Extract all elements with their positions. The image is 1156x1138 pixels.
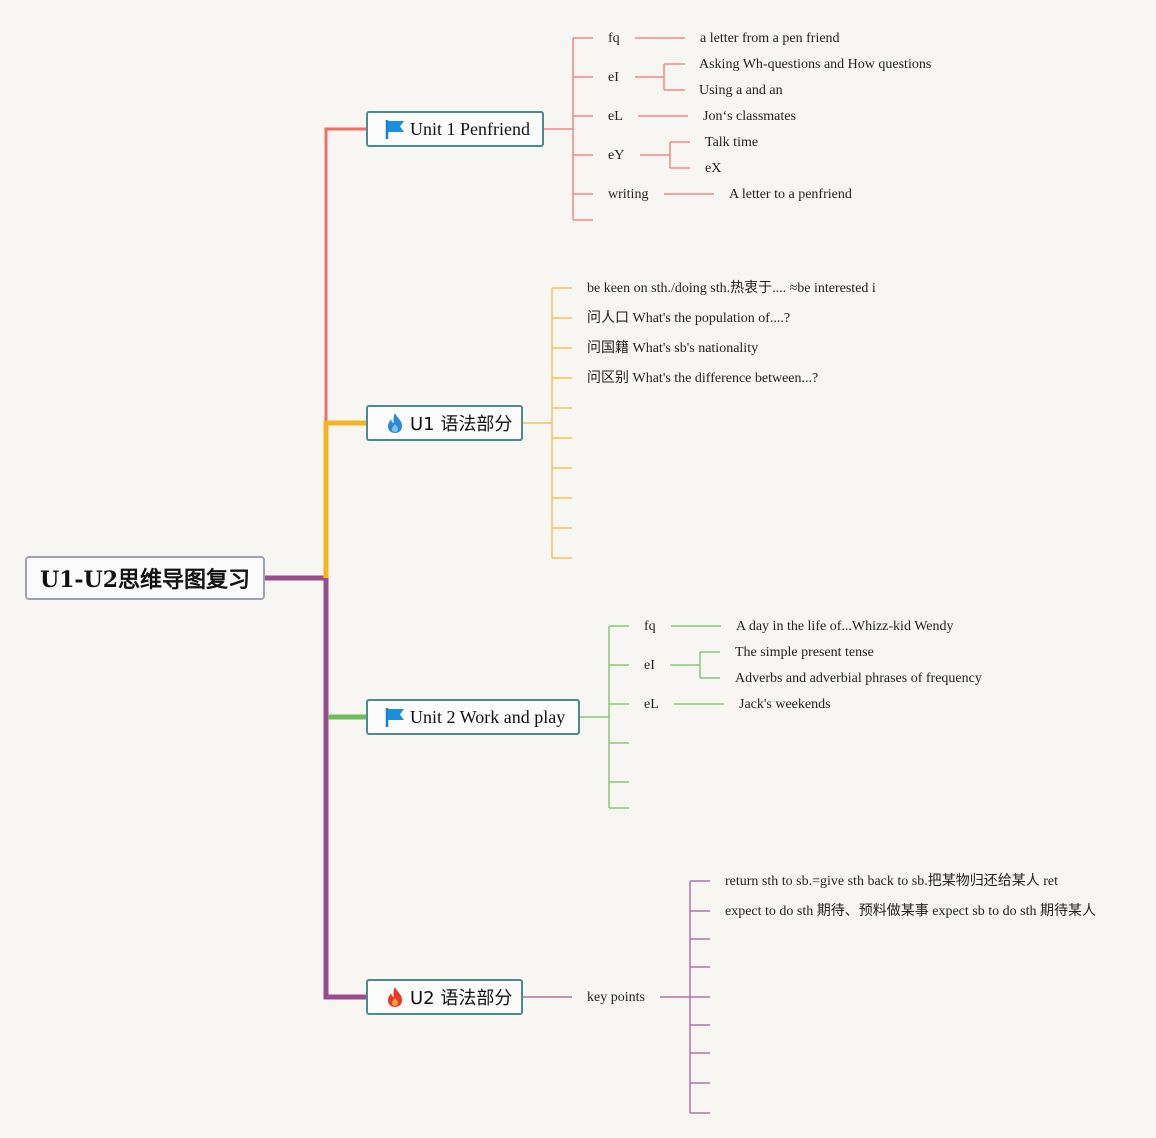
fire-icon bbox=[388, 413, 402, 433]
unit1-ey-child-1[interactable]: Talk time bbox=[705, 135, 759, 150]
u2grammar-connector bbox=[323, 578, 366, 1000]
topic-u2-grammar-label: U2 语法部分 bbox=[410, 988, 513, 1009]
topic-unit1-label: Unit 1 Penfriend bbox=[410, 118, 530, 139]
fire-icon bbox=[388, 987, 402, 1007]
u1-grammar-item-2[interactable]: 问人口 What's the population of....? bbox=[587, 311, 791, 326]
unit2-el-child[interactable]: Jack's weekends bbox=[739, 697, 831, 712]
unit1-el[interactable]: eL bbox=[608, 109, 623, 124]
u1-grammar-item-3[interactable]: 问国籍 What's sb's nationality bbox=[587, 341, 759, 356]
unit2-ei[interactable]: eI bbox=[644, 658, 655, 673]
u2-keypoints[interactable]: key points bbox=[587, 990, 645, 1005]
unit2-fq-child[interactable]: A day in the life of...Whizz-kid Wendy bbox=[736, 619, 954, 634]
u2-grammar-item-2[interactable]: expect to do sth 期待、预料做某事 expect sb to d… bbox=[725, 904, 1096, 919]
topic-u2-grammar[interactable]: U2 语法部分 bbox=[366, 979, 523, 1015]
topic-u1-grammar[interactable]: U1 语法部分 bbox=[366, 405, 523, 441]
u1-grammar-item-1[interactable]: be keen on sth./doing sth.热衷于.... ≈be in… bbox=[587, 281, 876, 296]
u1grammar-connector bbox=[323, 420, 366, 578]
topic-unit1[interactable]: Unit 1 Penfriend bbox=[366, 111, 544, 147]
unit1-ei-child-2[interactable]: Using a and an bbox=[699, 83, 783, 98]
unit1-writing-child[interactable]: A letter to a penfriend bbox=[729, 187, 852, 202]
unit1-writing[interactable]: writing bbox=[608, 187, 649, 202]
unit1-fq-child[interactable]: a letter from a pen friend bbox=[700, 31, 840, 46]
unit2-el[interactable]: eL bbox=[644, 697, 659, 712]
unit2-ei-child-1[interactable]: The simple present tense bbox=[735, 645, 874, 660]
flag-icon bbox=[385, 708, 404, 727]
unit1-ei-child-1[interactable]: Asking Wh-questions and How questions bbox=[699, 57, 932, 72]
unit1-ey-child-2[interactable]: eX bbox=[705, 161, 722, 176]
u2-grammar-item-1[interactable]: return sth to sb.=give sth back to sb.把某… bbox=[725, 874, 1058, 889]
topic-unit2-label: Unit 2 Work and play bbox=[410, 706, 566, 727]
unit2-fq[interactable]: fq bbox=[644, 619, 656, 634]
unit1-el-child[interactable]: Jon‘s classmates bbox=[703, 109, 796, 124]
unit1-ei[interactable]: eI bbox=[608, 70, 619, 85]
root-topic[interactable]: U1-U2思维导图复习 bbox=[25, 556, 265, 600]
unit1-ey[interactable]: eY bbox=[608, 148, 625, 163]
topic-u1-grammar-label: U1 语法部分 bbox=[410, 414, 513, 435]
unit1-connector bbox=[324, 127, 366, 423]
topic-unit2[interactable]: Unit 2 Work and play bbox=[366, 699, 580, 735]
u1-grammar-item-4[interactable]: 问区别 What's the difference between...? bbox=[587, 371, 819, 386]
flag-icon bbox=[385, 120, 404, 139]
unit1-fq[interactable]: fq bbox=[608, 31, 620, 46]
unit2-ei-child-2[interactable]: Adverbs and adverbial phrases of frequen… bbox=[735, 671, 982, 686]
